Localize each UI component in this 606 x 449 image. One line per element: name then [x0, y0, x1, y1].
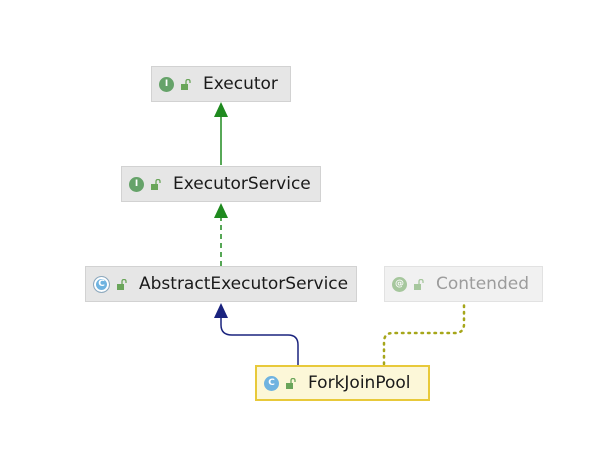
- node-executor[interactable]: I Executor: [151, 66, 291, 102]
- node-label: AbstractExecutorService: [139, 274, 349, 294]
- unlocked-padlock-icon: [181, 78, 191, 90]
- annotation-badge-icon: @: [392, 276, 407, 292]
- unlocked-padlock-icon: [414, 278, 424, 290]
- edge-forkjoinpool-annotated-by-contended: [382, 301, 466, 366]
- node-forkjoinpool[interactable]: C ForkJoinPool: [255, 365, 430, 401]
- node-label: Contended: [436, 274, 529, 294]
- interface-badge-icon: I: [129, 176, 144, 192]
- arrowhead-executorservice: [214, 203, 228, 218]
- class-badge-icon: C: [264, 375, 279, 391]
- arrowhead-executor: [214, 102, 228, 117]
- node-executorservice[interactable]: I ExecutorService: [121, 166, 321, 202]
- node-label: ForkJoinPool: [308, 373, 411, 393]
- abstract-class-badge-icon: C: [93, 275, 110, 293]
- unlocked-padlock-icon: [286, 377, 296, 389]
- node-contended[interactable]: @ Contended: [384, 266, 543, 302]
- arrowhead-abstractexecutorservice: [214, 303, 228, 318]
- unlocked-padlock-icon: [151, 178, 161, 190]
- unlocked-padlock-icon: [117, 278, 127, 290]
- interface-badge-icon: I: [159, 76, 174, 92]
- node-label: ExecutorService: [173, 174, 311, 194]
- edge-forkjoinpool-extends-abstractexecutorservice: [220, 318, 299, 365]
- node-label: Executor: [203, 74, 278, 94]
- node-abstractexecutorservice[interactable]: C AbstractExecutorService: [85, 266, 357, 302]
